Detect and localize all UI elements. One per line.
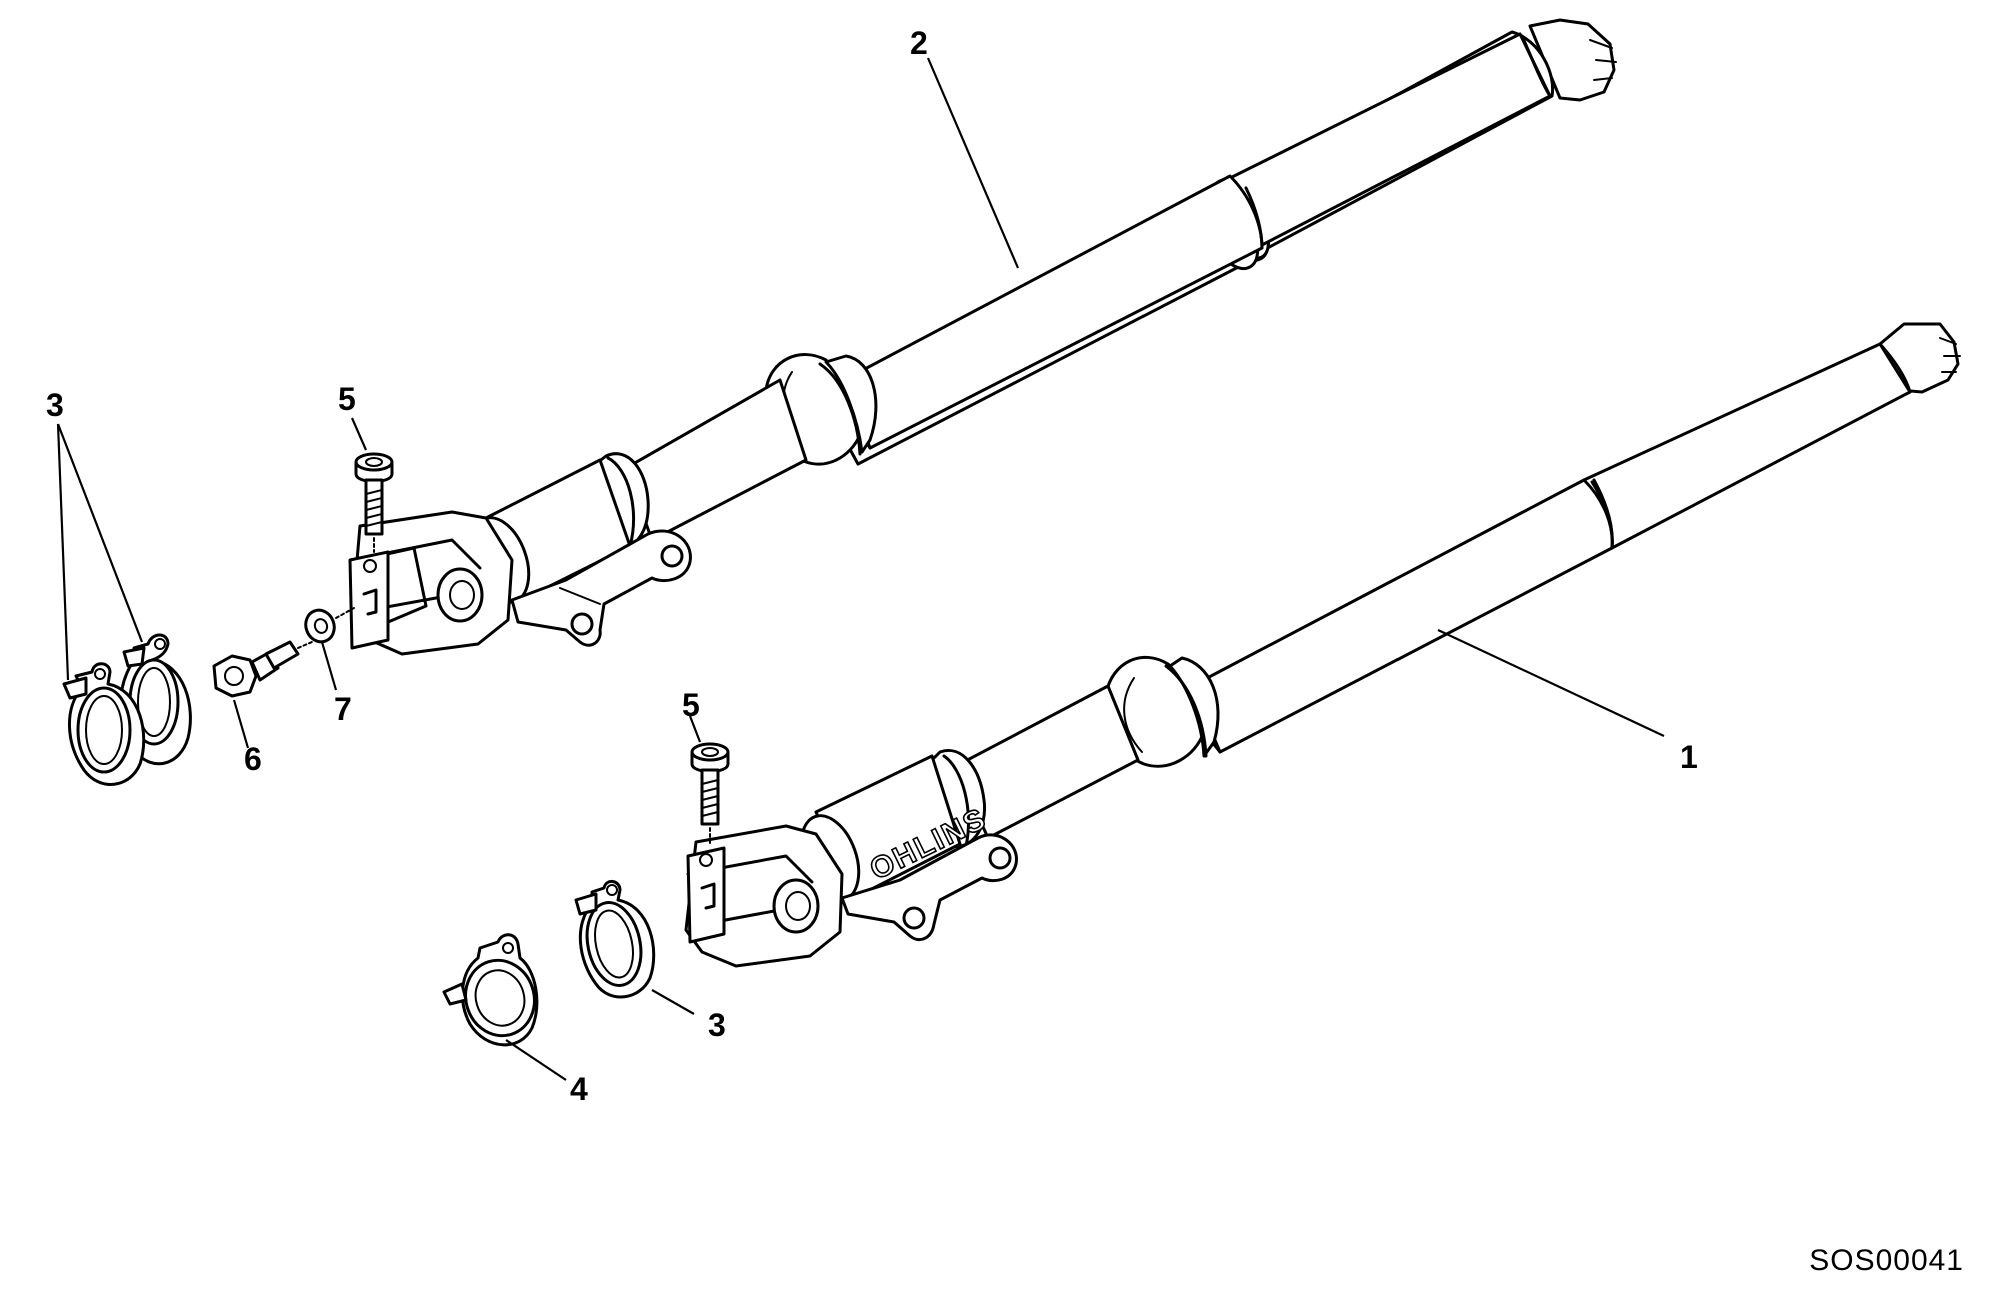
callout-7: 7 [334, 691, 352, 727]
leader-line-3c [651, 989, 695, 1015]
washer-part [304, 607, 355, 644]
callout-5-left: 5 [338, 381, 356, 417]
leader-line-5a [350, 417, 368, 451]
bleed-screw-part [212, 640, 313, 698]
callout-3-pair: 3 [46, 387, 64, 423]
leader-line-3b [56, 423, 144, 643]
leader-line-3a [56, 423, 70, 681]
leader-line-6 [232, 699, 250, 749]
callout-3-lower: 3 [708, 1007, 726, 1043]
callout-4: 4 [570, 1071, 588, 1107]
leader-line-2 [926, 57, 1020, 269]
callout-1: 1 [1680, 739, 1698, 775]
callout-2: 2 [910, 25, 928, 61]
leader-line-7 [320, 641, 338, 691]
callout-5-right: 5 [682, 687, 700, 723]
fork-leg-2 [348, 18, 1617, 656]
drawing-code: SOS00041 [1809, 1244, 1964, 1277]
fork-leg-1: OHLINS [684, 322, 1961, 968]
leader-line-4 [505, 1039, 567, 1081]
clamp-single-part [442, 933, 539, 1047]
screw-left-part [354, 452, 394, 553]
clamp-pair-part [62, 633, 192, 786]
callout-6: 6 [244, 741, 262, 777]
screw-right-part [690, 742, 730, 845]
leader-line-1 [1437, 629, 1665, 737]
leader-line-5b [688, 715, 702, 743]
clamp-lower-part [574, 880, 656, 999]
